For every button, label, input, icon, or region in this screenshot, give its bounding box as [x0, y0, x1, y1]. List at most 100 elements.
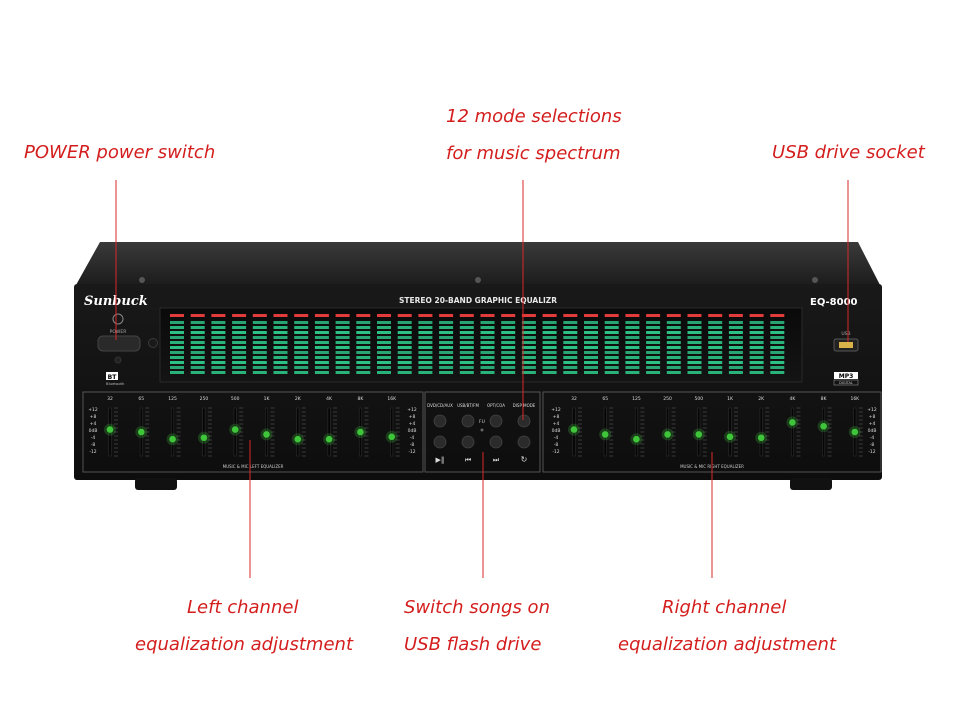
mp3-badge: [834, 372, 858, 379]
power-button[interactable]: [97, 335, 141, 352]
slider-knob[interactable]: [325, 435, 333, 443]
play-pause-icon[interactable]: ▶︎‖: [436, 456, 445, 464]
scale-label: -4: [870, 435, 875, 441]
slider-track: [171, 407, 175, 457]
frequency-label: 2K: [295, 396, 302, 402]
spectrum-column: [646, 314, 661, 374]
mp3-sub-label: DIGITAL: [839, 381, 853, 385]
scale-label: +12: [407, 407, 417, 413]
model-number: EQ-8000: [810, 297, 858, 308]
slider-knob[interactable]: [169, 435, 176, 443]
slider-track: [728, 407, 732, 457]
left-callout-line2: equalization adjustment: [135, 634, 353, 655]
frequency-label: 2K: [758, 396, 765, 402]
frequency-label: 32: [107, 396, 113, 402]
slider-knob[interactable]: [231, 426, 239, 433]
slider-knob[interactable]: [138, 428, 145, 436]
slider-knob[interactable]: [357, 428, 364, 436]
spectrum-column: [377, 314, 391, 374]
frequency-label: 4K: [326, 396, 333, 402]
usb-callout: USB drive socket: [772, 142, 925, 163]
usb-connector: [839, 342, 853, 348]
control-button[interactable]: [461, 435, 475, 449]
spectrum-column: [170, 314, 184, 374]
bt-sub-label: Bluetooth: [106, 381, 125, 386]
spectrum-column: [190, 314, 205, 374]
power-label: POWER: [110, 329, 127, 335]
scale-label: -8: [554, 442, 559, 448]
control-button[interactable]: [517, 435, 531, 449]
scale-label: +8: [90, 414, 97, 420]
left-foot: [135, 478, 177, 490]
previous-icon[interactable]: ⏮: [465, 456, 471, 464]
scale-label: +4: [409, 421, 416, 427]
control-button[interactable]: [461, 414, 475, 428]
spectrum-column: [542, 314, 557, 374]
slider-knob[interactable]: [388, 433, 396, 441]
repeat-icon[interactable]: ↻: [521, 455, 528, 464]
scale-label: -12: [552, 449, 559, 455]
mode-indicator: FU: [479, 419, 485, 425]
slider-knob[interactable]: [664, 431, 671, 438]
frequency-label: 500: [231, 396, 240, 402]
spectrum-column: [770, 314, 785, 374]
frequency-label: 32: [571, 396, 577, 402]
control-button[interactable]: [433, 414, 447, 428]
spectrum-column: [273, 314, 288, 374]
scale-label: -12: [89, 449, 96, 455]
songs-callout-line2: USB flash drive: [404, 634, 542, 655]
scale-label: -4: [554, 435, 559, 441]
ir-sensor: [148, 338, 158, 348]
left-callout-line1: Left channel: [187, 597, 299, 618]
spectrum-column: [521, 314, 536, 374]
next-icon[interactable]: ⏭: [493, 456, 500, 464]
slider-knob[interactable]: [757, 434, 765, 442]
slider-knob[interactable]: [263, 431, 270, 438]
spectrum-column: [584, 314, 598, 374]
slider-knob[interactable]: [726, 433, 734, 441]
frequency-label: 1K: [264, 396, 271, 402]
slider-knob[interactable]: [820, 422, 827, 430]
scale-label: +8: [553, 414, 560, 420]
spectrum-column: [728, 314, 743, 374]
frequency-label: 8K: [357, 396, 364, 402]
spectrum-column: [439, 314, 454, 374]
frequency-label: 500: [695, 396, 704, 402]
spectrum-column: [397, 314, 412, 374]
control-button[interactable]: [433, 435, 447, 449]
slider-knob[interactable]: [633, 435, 640, 443]
slider-knob[interactable]: [106, 426, 114, 433]
slider-knob[interactable]: [200, 434, 208, 442]
slider-knob[interactable]: [601, 431, 609, 438]
scale-label: +12: [867, 407, 877, 413]
right-callout-line1: Right channel: [662, 597, 787, 618]
slider-knob[interactable]: [695, 431, 703, 438]
scale-label: -4: [91, 435, 96, 441]
slider-knob[interactable]: [789, 419, 796, 426]
slider-knob[interactable]: [851, 428, 859, 436]
device-title: STEREO 20-BAND GRAPHIC EQUALIZR: [399, 296, 557, 305]
control-button[interactable]: [489, 435, 503, 449]
spectrum-column: [294, 314, 309, 374]
input-label: USB/BT/FM: [457, 403, 479, 408]
slider-knob[interactable]: [294, 435, 302, 443]
scale-label: 0dB: [408, 428, 417, 434]
slider-track: [202, 407, 206, 457]
frequency-label: 250: [200, 396, 209, 402]
scale-label: -12: [868, 449, 875, 455]
input-label: OPT/COA: [487, 403, 505, 408]
left-eq-label: MUSIC & MIC LEFT EQUALIZER: [223, 464, 284, 469]
frequency-label: 65: [138, 396, 144, 402]
slider-track: [822, 407, 826, 457]
input-label: DVD/CD/AUX: [427, 403, 453, 408]
frequency-label: 125: [168, 396, 177, 402]
scale-label: -12: [408, 449, 415, 455]
spectrum-column: [459, 314, 474, 374]
slider-knob[interactable]: [570, 426, 578, 433]
control-button[interactable]: [489, 414, 503, 428]
control-button[interactable]: [517, 414, 531, 428]
